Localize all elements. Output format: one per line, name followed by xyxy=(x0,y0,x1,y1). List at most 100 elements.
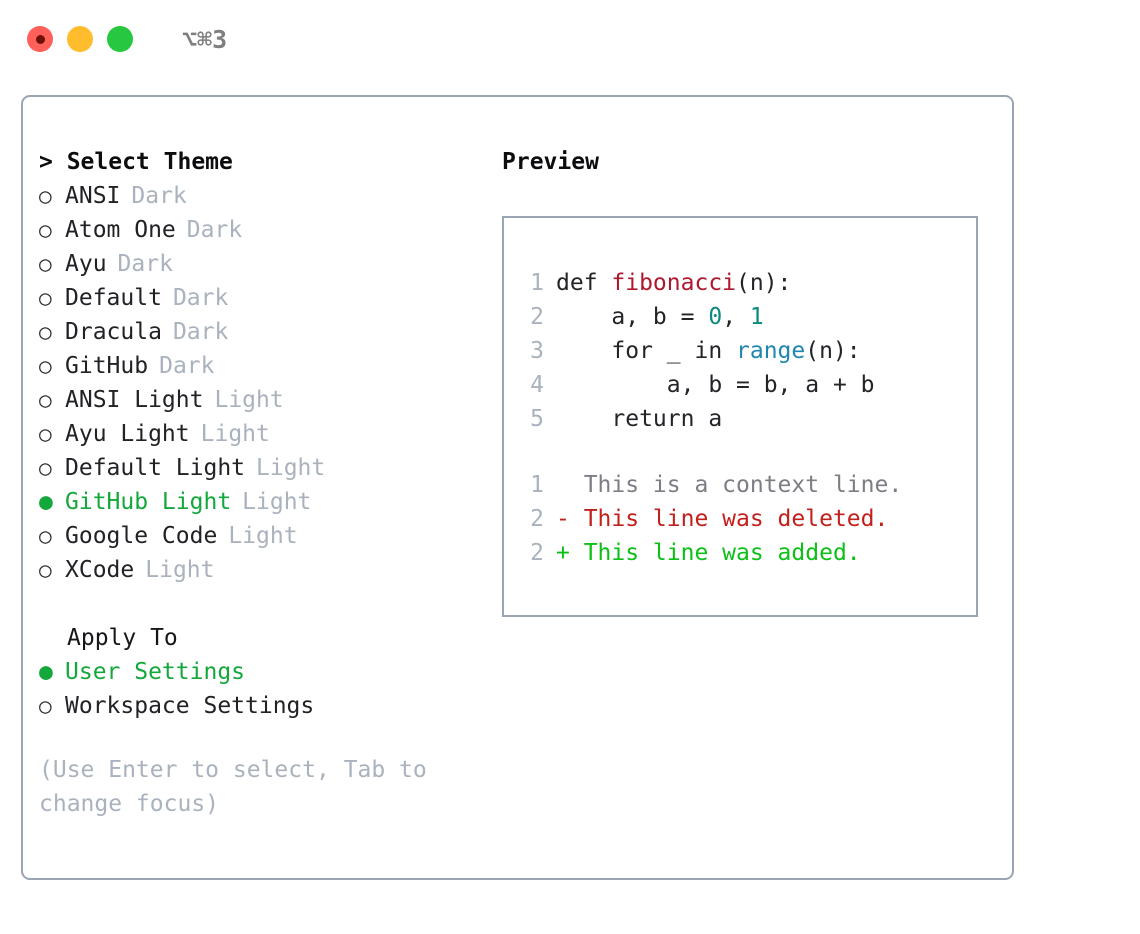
close-icon xyxy=(35,34,45,44)
theme-variant-tag: Light xyxy=(145,557,215,583)
code-token-plain: (n): xyxy=(805,338,861,364)
theme-variant-tag: Light xyxy=(214,387,284,413)
theme-name-label: Ayu Light xyxy=(65,421,190,447)
close-button[interactable] xyxy=(27,26,53,52)
diff-line-text: - This line was deleted. xyxy=(556,506,889,532)
theme-name-label: ANSI xyxy=(65,183,121,209)
radio-selected-icon[interactable]: ● xyxy=(39,659,53,685)
theme-list-item[interactable]: ○ GitHub Dark xyxy=(39,349,499,383)
code-token-call: range xyxy=(736,338,806,364)
theme-variant-tag: Dark xyxy=(131,183,187,209)
theme-list-item[interactable]: ○ Ayu Dark xyxy=(39,247,499,281)
code-line-text: def fibonacci(n): xyxy=(556,266,791,300)
minimize-button[interactable] xyxy=(67,26,93,52)
apply-to-heading: Apply To xyxy=(67,625,178,651)
radio-unselected-icon[interactable]: ○ xyxy=(39,354,52,378)
code-token-num: 0 xyxy=(708,304,723,330)
line-number: 5 xyxy=(530,406,544,432)
theme-name-label: Ayu xyxy=(65,251,107,277)
line-number: 1 xyxy=(530,472,544,498)
apply-to-label: User Settings xyxy=(65,659,246,685)
theme-list-item[interactable]: ○ ANSI Light Light xyxy=(39,383,499,417)
theme-list-item[interactable]: ○ XCode Light xyxy=(39,553,499,587)
theme-name-label: Default Light xyxy=(65,455,246,481)
radio-unselected-icon[interactable]: ○ xyxy=(39,388,52,412)
radio-unselected-icon[interactable]: ○ xyxy=(39,286,52,310)
preview-heading: Preview xyxy=(502,149,599,175)
code-token-plain: , xyxy=(722,304,750,330)
theme-name-label: Atom One xyxy=(65,217,176,243)
theme-name-label: GitHub xyxy=(65,353,149,379)
keyboard-shortcut-label: ⌥⌘3 xyxy=(182,24,228,54)
theme-variant-tag: Dark xyxy=(159,353,215,379)
list-spacer xyxy=(39,587,499,621)
theme-list-item[interactable]: ● GitHub Light Light xyxy=(39,485,499,519)
diff-line: 1 This is a context line. xyxy=(518,468,902,502)
line-number: 3 xyxy=(530,338,544,364)
radio-unselected-icon[interactable]: ○ xyxy=(39,422,52,446)
radio-unselected-icon[interactable]: ○ xyxy=(39,456,52,480)
theme-list-item[interactable]: ○ ANSI Dark xyxy=(39,179,499,213)
radio-unselected-icon[interactable]: ○ xyxy=(39,694,52,718)
theme-variant-tag: Dark xyxy=(117,251,173,277)
line-number: 4 xyxy=(530,372,544,398)
line-number: 2 xyxy=(530,540,544,566)
theme-name-label: XCode xyxy=(65,557,135,583)
code-token-kw: def xyxy=(556,270,612,296)
theme-list-item[interactable]: ○ Default Dark xyxy=(39,281,499,315)
code-line: 5 return a xyxy=(518,402,902,436)
theme-name-label: ANSI Light xyxy=(65,387,204,413)
theme-variant-tag: Light xyxy=(256,455,326,481)
title-bar: ⌥⌘3 xyxy=(0,0,1140,78)
theme-variant-tag: Light xyxy=(242,489,312,515)
theme-list-item[interactable]: ○ Atom One Dark xyxy=(39,213,499,247)
code-token-fn: fibonacci xyxy=(611,270,737,296)
theme-variant-tag: Dark xyxy=(172,319,229,345)
code-diff-separator xyxy=(518,436,902,468)
radio-unselected-icon[interactable]: ○ xyxy=(39,524,52,548)
code-line: 3 for _ in range(n): xyxy=(518,334,902,368)
code-line-text: for _ in range(n): xyxy=(556,334,861,368)
code-line: 4 a, b = b, a + b xyxy=(518,368,902,402)
apply-to-item[interactable]: ● User Settings xyxy=(39,655,499,689)
theme-list-item[interactable]: ○ Ayu Light Light xyxy=(39,417,499,451)
code-token-num: 1 xyxy=(749,304,764,330)
apply-to-item[interactable]: ○ Workspace Settings xyxy=(39,689,499,723)
theme-list-item[interactable]: ○ Default Light Light xyxy=(39,451,499,485)
theme-name-label: Dracula xyxy=(65,319,162,345)
apply-to-label: Workspace Settings xyxy=(65,693,315,719)
line-number: 1 xyxy=(530,270,544,296)
keyboard-hint-text: (Use Enter to select, Tab to change focu… xyxy=(39,757,427,817)
theme-name-label: GitHub Light xyxy=(65,489,232,515)
code-token-plain: a, b = xyxy=(556,304,709,330)
code-token-plain: for _ in xyxy=(556,338,737,364)
diff-line: 2+ This line was added. xyxy=(518,536,902,570)
radio-unselected-icon[interactable]: ○ xyxy=(39,218,52,242)
theme-variant-tag: Dark xyxy=(186,217,243,243)
theme-variant-tag: Dark xyxy=(172,285,229,311)
code-line: 2 a, b = 0, 1 xyxy=(518,300,902,334)
radio-unselected-icon[interactable]: ○ xyxy=(39,320,52,344)
apply-to-list[interactable]: ● User Settings ○ Workspace Settings xyxy=(39,655,499,723)
theme-list-item[interactable]: ○ Dracula Dark xyxy=(39,315,499,349)
code-line-text: a, b = 0, 1 xyxy=(556,300,764,334)
maximize-button[interactable] xyxy=(107,26,133,52)
radio-unselected-icon[interactable]: ○ xyxy=(39,184,52,208)
radio-unselected-icon[interactable]: ○ xyxy=(39,558,52,582)
radio-unselected-icon[interactable]: ○ xyxy=(39,252,52,276)
theme-name-label: Default xyxy=(65,285,162,311)
diff-line-text: This is a context line. xyxy=(556,472,903,498)
code-token-plain: return a xyxy=(556,406,723,432)
line-number: 2 xyxy=(530,304,544,330)
code-line-text: return a xyxy=(556,402,722,436)
code-token-plain: a, b = b, a + b xyxy=(556,372,875,398)
theme-variant-tag: Light xyxy=(200,421,270,447)
radio-selected-icon[interactable]: ● xyxy=(39,489,53,515)
